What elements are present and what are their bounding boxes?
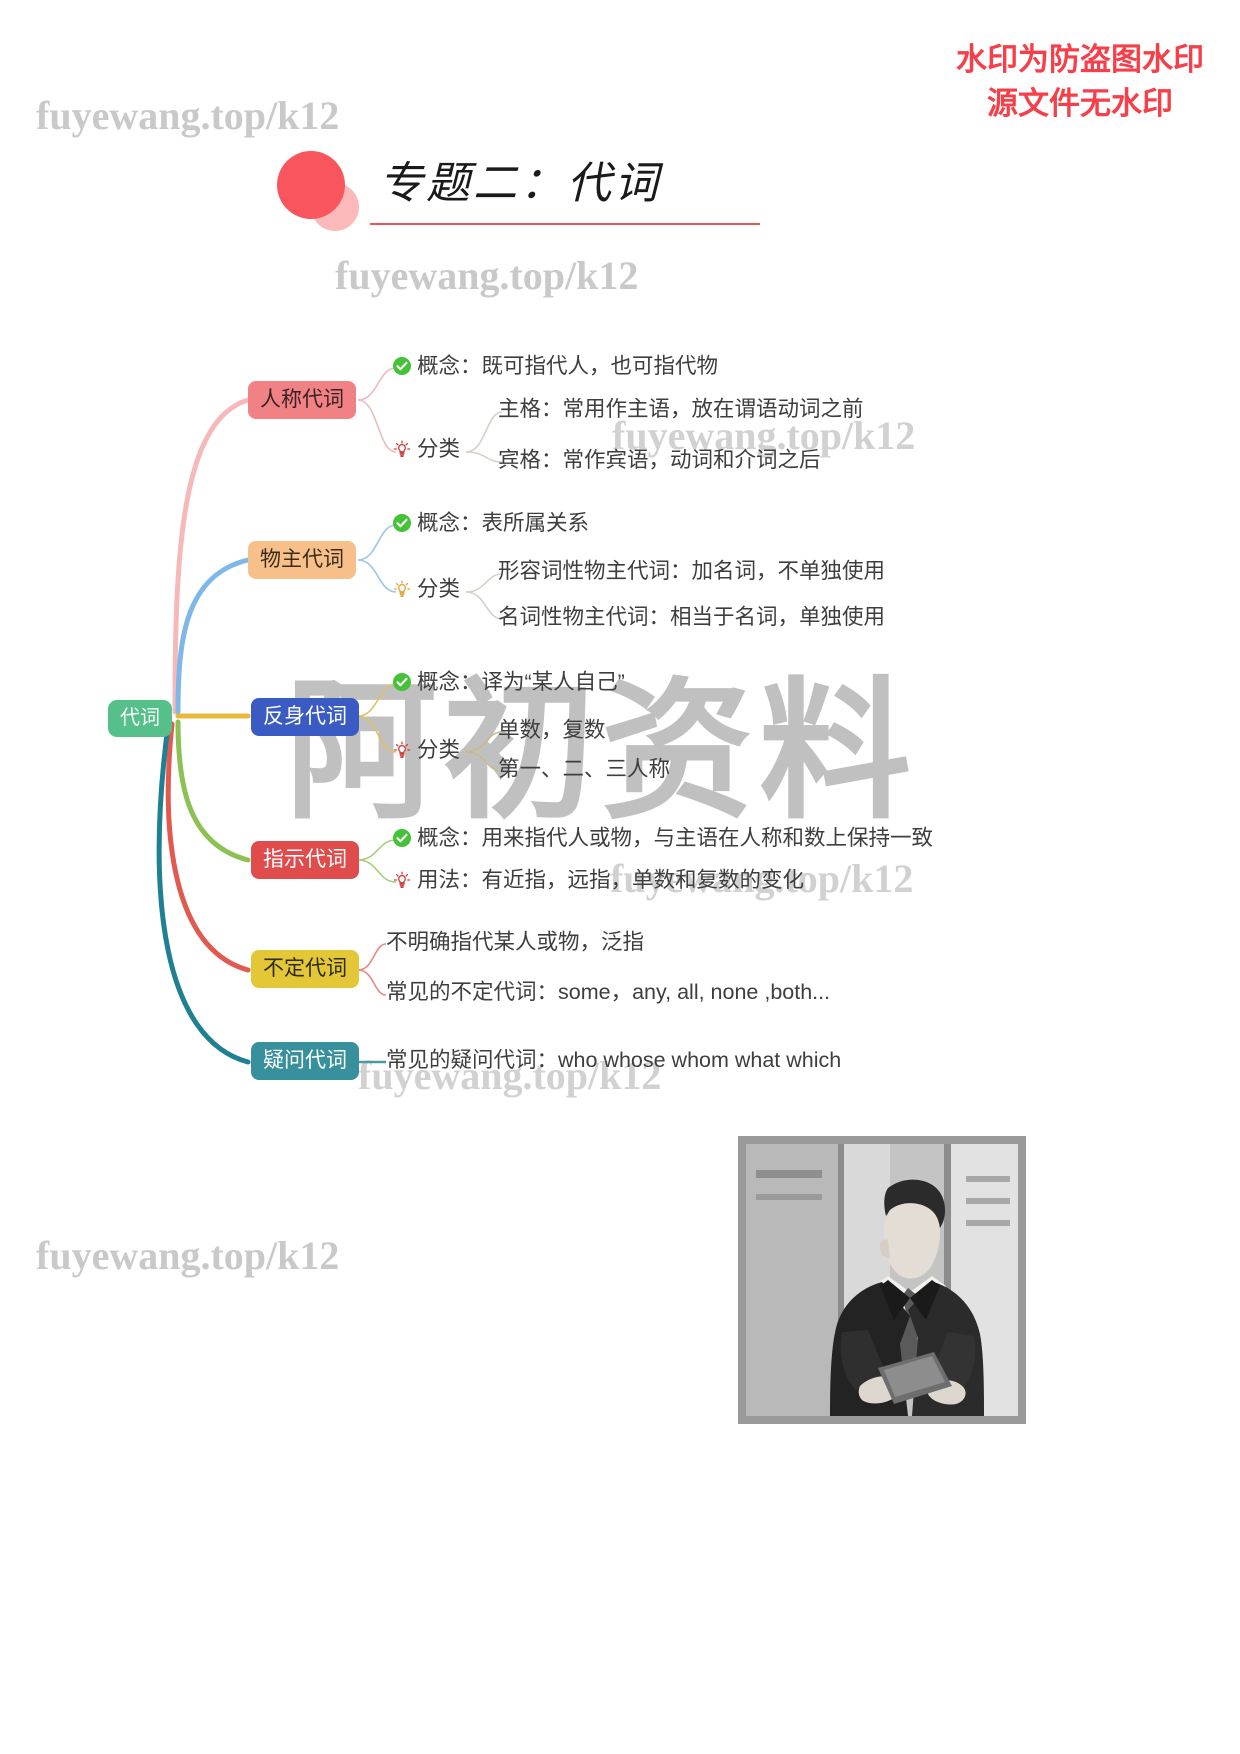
leaf-possessive-noun-form[interactable]: 名词性物主代词：相当于名词，单独使用: [498, 605, 886, 629]
check-circle-icon: [392, 513, 412, 540]
leaf-indefinite-definition[interactable]: 不明确指代某人或物，泛指: [386, 930, 645, 954]
branch-node-possessive-label: 物主代词: [260, 548, 344, 571]
antitheft-notice-line2: 源文件无水印: [987, 86, 1173, 122]
branch-node-indefinite-label: 不定代词: [263, 957, 347, 980]
leaf-personal-concept[interactable]: 概念：既可指代人，也可指代物: [392, 354, 718, 383]
leaf-personal-objective[interactable]: 宾格：常作宾语，动词和介词之后: [498, 448, 821, 472]
mindmap-root-label: 代词: [120, 707, 160, 729]
link-possessive: [175, 557, 251, 715]
branch-node-reflexive-label: 反身代词: [263, 705, 347, 728]
antitheft-notice: 水印为防盗图水印 源文件无水印: [956, 38, 1204, 126]
leaf-possessive-category-label: 分类: [417, 577, 461, 601]
leaf-reflexive-concept-text: 译为“某人自己”: [481, 670, 625, 694]
link-interrogative: [156, 723, 251, 1065]
mindmap-root-node[interactable]: 代词: [108, 700, 172, 737]
branch-node-interrogative[interactable]: 疑问代词: [251, 1042, 359, 1081]
bulb-icon: [392, 740, 412, 767]
page-title: 专题二：代词: [379, 159, 661, 208]
leaf-reflexive-category-label: 分类: [417, 738, 461, 762]
check-circle-icon: [392, 828, 412, 855]
branch-node-reflexive[interactable]: 反身代词: [251, 698, 359, 737]
leaf-possessive-concept[interactable]: 概念：表所属关系: [392, 511, 589, 540]
link-personal: [172, 397, 251, 715]
branch-node-personal-label: 人称代词: [260, 388, 344, 411]
page-title-block: 专题二：代词: [275, 145, 775, 240]
leaf-possessive-concept-label: 概念：: [417, 511, 482, 535]
branch-node-demonstrative-label: 指示代词: [263, 848, 347, 871]
branch-node-interrogative-label: 疑问代词: [263, 1049, 347, 1072]
link-demonstrative: [175, 719, 251, 863]
bulb-icon: [392, 579, 412, 606]
leaf-personal-category-label: 分类: [417, 437, 461, 461]
leaf-demonstrative-usage-text: 有近指，远指，单数和复数的变化: [481, 868, 805, 892]
antitheft-notice-line1: 水印为防盗图水印: [956, 42, 1204, 77]
leaf-demonstrative-concept[interactable]: 概念：用来指代人或物，与主语在人称和数上保持一致: [392, 826, 933, 855]
leaf-reflexive-concept[interactable]: 概念：译为“某人自己”: [392, 670, 625, 699]
leaf-indefinite-examples[interactable]: 常见的不定代词：some，any, all, none ,both...: [386, 980, 831, 1004]
bulb-icon: [392, 439, 412, 466]
leaf-possessive-concept-text: 表所属关系: [481, 511, 590, 535]
leaf-demonstrative-concept-label: 概念：: [417, 826, 482, 850]
leaf-possessive-category[interactable]: 分类: [392, 577, 460, 606]
branch-node-demonstrative[interactable]: 指示代词: [251, 841, 359, 880]
branch-node-indefinite[interactable]: 不定代词: [251, 950, 359, 989]
leaf-reflexive-person[interactable]: 第一、二、三人称: [498, 757, 671, 781]
leaf-personal-concept-label: 概念：: [417, 354, 482, 378]
leaf-personal-category[interactable]: 分类: [392, 437, 460, 466]
bulb-icon: [392, 870, 412, 897]
check-circle-icon: [392, 356, 412, 383]
title-dot-primary: [277, 151, 345, 219]
leaf-personal-subjective[interactable]: 主格：常用作主语，放在谓语动词之前: [498, 397, 864, 421]
branch-node-possessive[interactable]: 物主代词: [248, 541, 356, 580]
leaf-interrogative-examples[interactable]: 常见的疑问代词：who whose whom what which: [386, 1048, 842, 1072]
title-underline: [370, 223, 760, 225]
leaf-reflexive-concept-label: 概念：: [417, 670, 482, 694]
leaf-demonstrative-usage[interactable]: 用法：有近指，远指，单数和复数的变化: [392, 868, 804, 897]
check-circle-icon: [392, 672, 412, 699]
leaf-reflexive-number[interactable]: 单数，复数: [498, 718, 606, 742]
leaf-personal-concept-text: 既可指代人，也可指代物: [481, 354, 719, 378]
man-reading-tablet-illustration: [738, 1136, 1026, 1424]
leaf-demonstrative-usage-label: 用法：: [417, 868, 482, 892]
link-indefinite: [165, 721, 251, 973]
branch-node-personal[interactable]: 人称代词: [248, 381, 356, 420]
leaf-reflexive-category[interactable]: 分类: [392, 738, 460, 767]
leaf-possessive-adjective-form[interactable]: 形容词性物主代词：加名词，不单独使用: [498, 559, 886, 583]
leaf-demonstrative-concept-text: 用来指代人或物，与主语在人称和数上保持一致: [481, 826, 934, 850]
